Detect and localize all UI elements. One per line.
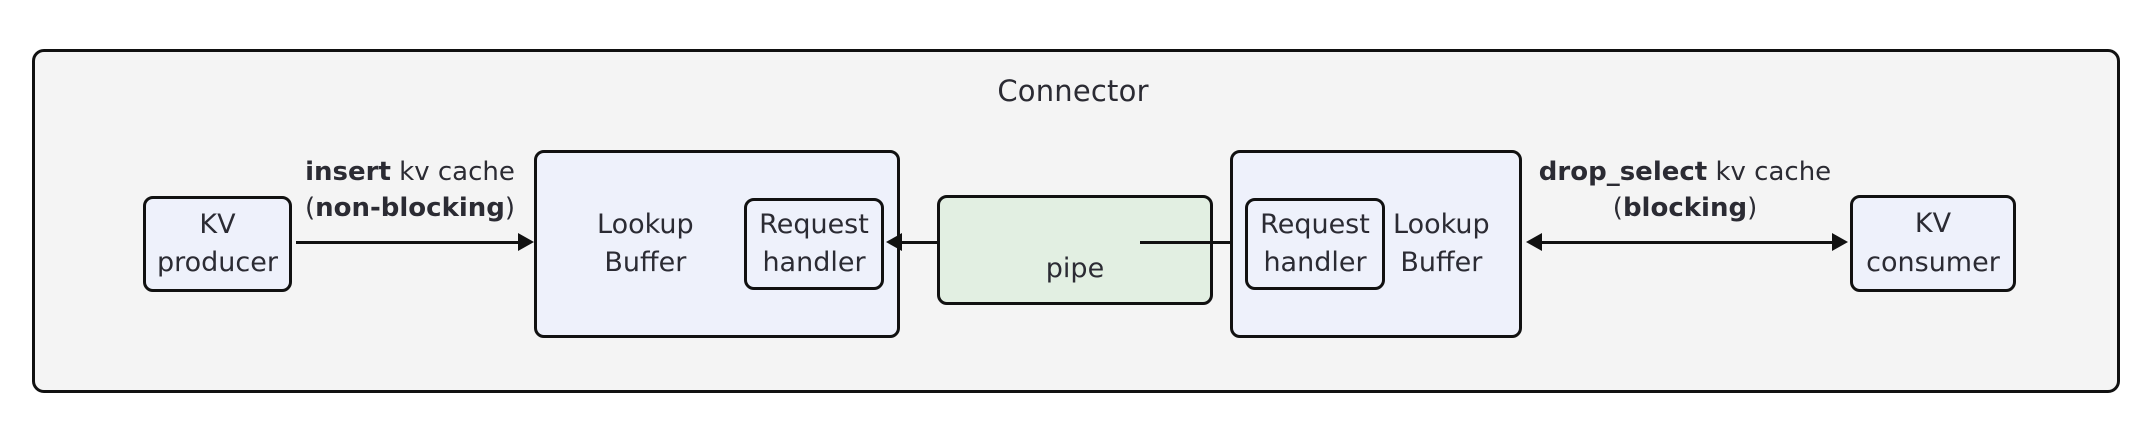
edge-label-insert-close: ) bbox=[504, 192, 516, 223]
edge-label-drop-bold: drop_select bbox=[1538, 157, 1708, 187]
arrow-drop-select-line bbox=[1542, 241, 1832, 244]
edge-label-insert-line-2: (non-blocking) bbox=[295, 191, 525, 227]
node-kv-producer[interactable]: KV producer bbox=[143, 196, 292, 292]
request-handler-left-line-1: Request bbox=[759, 208, 869, 240]
node-pipe[interactable]: pipe bbox=[937, 195, 1213, 305]
arrow-drop-select-head-left-icon bbox=[1526, 233, 1542, 251]
kv-producer-line-1: KV bbox=[199, 208, 236, 240]
pipe-label: pipe bbox=[1045, 252, 1105, 284]
arrow-pipe-to-right-line bbox=[1140, 241, 1230, 244]
lookup-buffer-left-label: Lookup Buffer bbox=[597, 206, 694, 283]
arrow-insert-head-icon bbox=[518, 233, 534, 251]
edge-label-drop-line-1: drop_select kv cache bbox=[1530, 155, 1840, 191]
kv-consumer-line-1: KV bbox=[1914, 208, 1952, 240]
node-request-handler-left[interactable]: Request handler bbox=[744, 198, 884, 290]
kv-producer-line-2: producer bbox=[157, 247, 278, 278]
edge-label-insert-open: ( bbox=[304, 192, 316, 223]
lookup-buffer-right-label: Lookup Buffer bbox=[1393, 206, 1490, 283]
connector-title: Connector bbox=[997, 74, 1149, 108]
arrow-insert-line bbox=[296, 241, 518, 244]
lookup-buffer-right-line-2: Buffer bbox=[1400, 247, 1483, 278]
lookup-buffer-right-line-1: Lookup bbox=[1393, 208, 1490, 240]
edge-label-drop-rest: kv cache bbox=[1707, 157, 1832, 187]
edge-label-insert-rest: kv cache bbox=[390, 157, 515, 187]
edge-label-insert-line-1: insert kv cache bbox=[295, 155, 525, 191]
edge-label-insert: insert kv cache (non-blocking) bbox=[295, 155, 525, 227]
lookup-buffer-left-line-2: Buffer bbox=[604, 247, 687, 278]
request-handler-right-line-1: Request bbox=[1260, 208, 1370, 240]
edge-label-drop-mode: blocking bbox=[1622, 192, 1748, 223]
node-kv-consumer[interactable]: KV consumer bbox=[1850, 195, 2016, 292]
edge-label-insert-bold: insert bbox=[305, 157, 391, 187]
arrow-drop-select-head-right-icon bbox=[1832, 233, 1848, 251]
lookup-buffer-left-line-1: Lookup bbox=[597, 208, 694, 240]
edge-label-insert-mode: non-blocking bbox=[315, 192, 505, 223]
kv-consumer-line-2: consumer bbox=[1866, 246, 2000, 278]
edge-label-drop-close: ) bbox=[1747, 192, 1758, 223]
edge-label-drop-line-2: (blocking) bbox=[1530, 191, 1840, 227]
request-handler-left-line-2: handler bbox=[762, 247, 866, 278]
edge-label-drop-open: ( bbox=[1612, 192, 1623, 223]
node-lookup-buffer-left[interactable]: Lookup Buffer bbox=[534, 150, 900, 338]
edge-label-drop-select: drop_select kv cache (blocking) bbox=[1530, 155, 1840, 227]
arrow-pipe-to-left-head-icon bbox=[886, 233, 902, 251]
request-handler-right-line-2: handler bbox=[1263, 247, 1367, 278]
node-request-handler-right[interactable]: Request handler bbox=[1245, 198, 1385, 290]
